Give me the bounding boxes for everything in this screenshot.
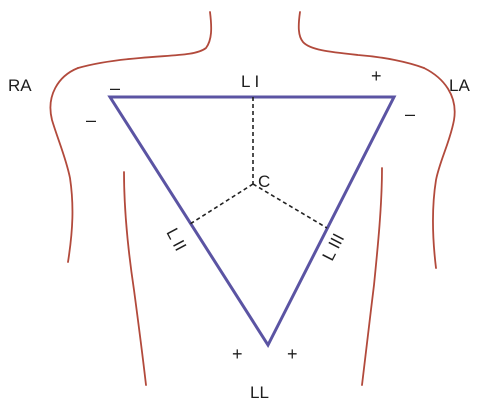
left-arm-label: LA xyxy=(449,76,470,95)
left-shoulder-arm-outline xyxy=(424,68,455,268)
center-label: C xyxy=(258,172,270,191)
la-top-sign: + xyxy=(371,66,382,86)
la-right-sign: – xyxy=(405,104,415,124)
einthoven-triangle xyxy=(110,97,394,345)
lead-1-label: L I xyxy=(241,72,259,91)
left-torso-outline xyxy=(362,168,382,385)
ra-top-sign: – xyxy=(110,78,120,98)
ll-right-sign: + xyxy=(287,344,298,364)
right-shoulder-arm-outline xyxy=(50,68,78,262)
ll-left-sign: + xyxy=(232,344,243,364)
neck-right-outline xyxy=(299,12,424,68)
ra-left-sign: – xyxy=(86,110,96,130)
left-leg-label: LL xyxy=(250,383,269,402)
lead-2-label: L II xyxy=(162,225,190,254)
right-arm-label: RA xyxy=(8,76,32,95)
neck-left-outline xyxy=(78,12,211,68)
right-torso-outline xyxy=(124,172,146,385)
center-to-lead-2-line xyxy=(190,184,253,224)
